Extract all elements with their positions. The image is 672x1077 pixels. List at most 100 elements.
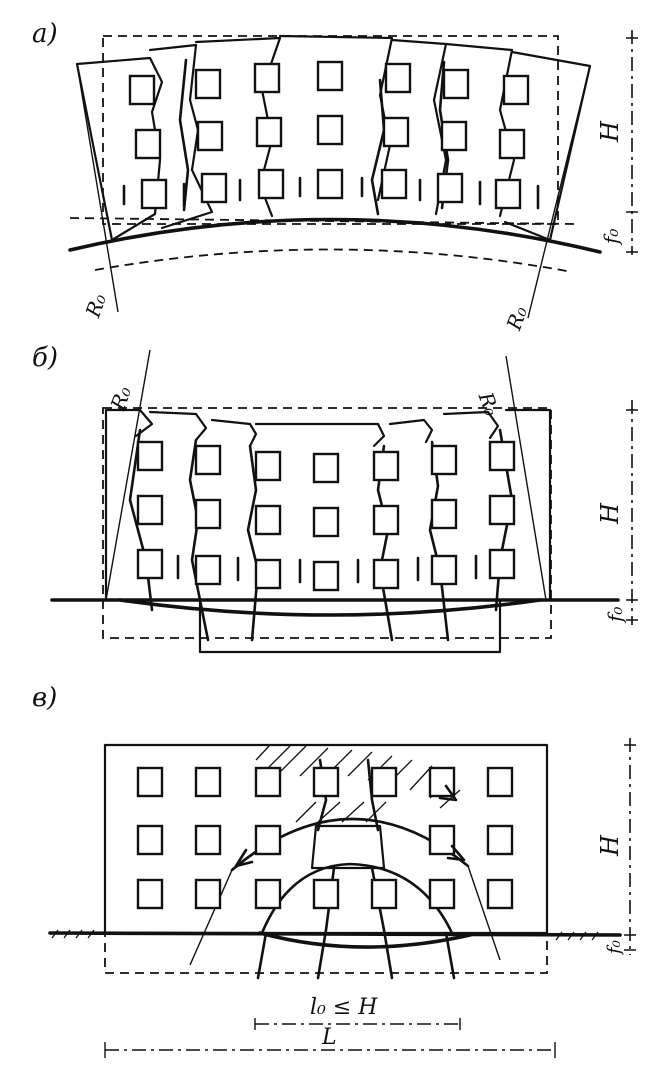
window <box>136 440 164 472</box>
panel-a-lower-dashed-curve <box>94 248 573 273</box>
window <box>316 60 344 92</box>
window <box>194 878 222 910</box>
panel-a-radius-line-right <box>527 65 591 319</box>
panel-a-block-7 <box>503 50 592 242</box>
window <box>312 766 340 798</box>
panel-c-inner-block <box>310 824 386 870</box>
panel-b <box>50 349 638 654</box>
window <box>128 74 156 106</box>
window <box>430 554 458 586</box>
window <box>194 498 222 530</box>
window <box>428 824 456 856</box>
window <box>442 68 470 100</box>
window <box>384 62 412 94</box>
window <box>312 878 340 910</box>
panel-c-length-label: L <box>321 1025 337 1050</box>
panel-c-outer-arch-lines <box>189 865 501 966</box>
panel-a-block-6 <box>444 42 516 218</box>
panel-b-crack-1 <box>188 438 210 642</box>
window <box>194 444 222 476</box>
window <box>255 116 283 148</box>
window <box>488 548 516 580</box>
panel-a-ground-curve <box>68 217 602 254</box>
window <box>486 824 514 856</box>
window <box>254 824 282 856</box>
window <box>372 504 400 536</box>
window <box>312 506 340 538</box>
window <box>316 114 344 146</box>
window <box>488 440 516 472</box>
window <box>136 548 164 580</box>
panel-c-depression-curve <box>258 931 472 949</box>
panel-b-crack-2 <box>246 444 260 642</box>
panel-a-crack-ticks <box>122 176 540 210</box>
panel-a-letter: a) <box>32 19 58 49</box>
window <box>494 178 522 210</box>
panel-b-foundation <box>198 598 502 654</box>
window <box>254 450 282 482</box>
window <box>136 494 164 526</box>
window <box>498 128 526 160</box>
panel-a-windows <box>128 60 530 210</box>
window <box>194 766 222 798</box>
panel-b-windows <box>136 440 516 592</box>
panel-b-crack-5 <box>128 428 154 612</box>
window <box>440 120 468 152</box>
panel-b-r-right: R₀ <box>473 388 504 419</box>
panel-b-radius-line-right <box>505 355 547 601</box>
panel-a-r-left: R₀ <box>80 290 111 321</box>
panel-a-height-label: H <box>596 120 624 143</box>
window <box>370 766 398 798</box>
window <box>134 128 162 160</box>
window <box>140 178 168 210</box>
panel-c-arrow-upper <box>438 784 458 802</box>
window <box>254 558 282 590</box>
panel-b-crack-ticks <box>176 554 478 584</box>
window <box>257 168 285 200</box>
panel-b-deflection-label: f₀ <box>603 607 627 624</box>
panel-b-dimension-ticks <box>626 409 638 621</box>
panel-b-height-label: H <box>596 502 624 525</box>
window <box>316 168 344 200</box>
panel-c-inner-arch <box>260 862 454 935</box>
panel-c-dimension-ticks <box>624 744 636 951</box>
panel-c-span-label: l₀ ≤ H <box>310 995 378 1020</box>
window <box>382 116 410 148</box>
panel-c-side-crack-right <box>444 931 456 980</box>
window <box>380 168 408 200</box>
panel-b-letter: б) <box>32 343 58 373</box>
window <box>254 878 282 910</box>
panel-c-side-crack-left <box>256 931 268 980</box>
window <box>253 62 281 94</box>
panel-c-deflection-label: f₀ <box>604 940 625 956</box>
panel-c-ground-line <box>48 931 622 937</box>
panel-c-hatch-lower <box>295 801 387 823</box>
window <box>196 120 224 152</box>
window <box>194 554 222 586</box>
window <box>502 74 530 106</box>
window <box>486 878 514 910</box>
window <box>136 824 164 856</box>
panel-c-ground-hatch <box>51 929 599 941</box>
window <box>312 560 340 592</box>
panel-c-windows <box>136 766 514 910</box>
window <box>370 878 398 910</box>
panel-b-radius-line-left <box>105 349 151 601</box>
panel-a-radius-line-left <box>76 63 119 313</box>
window <box>430 498 458 530</box>
window <box>254 504 282 536</box>
window <box>436 172 464 204</box>
window <box>430 444 458 476</box>
window <box>136 766 164 798</box>
panel-a-deflection-label: f₀ <box>599 229 623 246</box>
panel-c-height-label: H <box>596 834 624 857</box>
window <box>372 558 400 590</box>
window <box>194 68 222 100</box>
window <box>254 766 282 798</box>
window <box>200 172 228 204</box>
panel-a-r-right: R₀ <box>501 303 532 334</box>
panel-a-base-dashed-line <box>69 217 576 225</box>
window <box>488 494 516 526</box>
